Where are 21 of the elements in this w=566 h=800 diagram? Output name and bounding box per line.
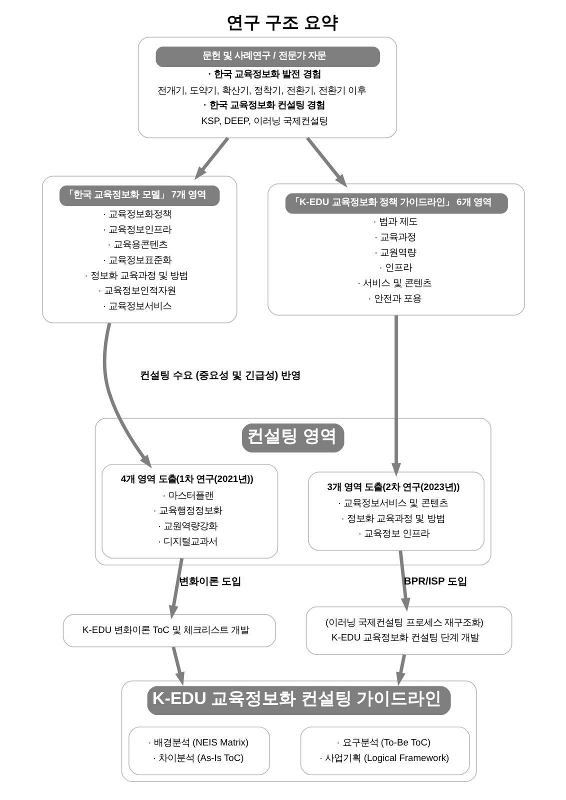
label: 컨설팅 수요 (중요성 및 긴급성) 반영 [140, 370, 301, 382]
node-box: K-EDU 변화이론 ToC 및 체크리스트 개발 [62, 614, 276, 648]
node-box: 4개 영역 도출(1차 연구(2021년)) · 마스터플랜 · 교육행정정보화 · 교원역량강화 · 디지털교과서 [101, 464, 278, 559]
arrow [306, 136, 347, 188]
arrow [390, 315, 401, 477]
arrow [171, 646, 184, 686]
node-box: 3개 영역 도출(2차 연구(2023년)) · 교육정보서비스 및 콘텐츠 · 정보화 교육과정 및 방법 · 교육정보 인프라 [308, 472, 484, 551]
edge-label: 변화이론 도입 [178, 576, 242, 588]
arrow [168, 558, 184, 620]
node-box: (이러닝 국제컨설팅 프로세스 재구조화) K-EDU 교육정보화 컨설팅 단계 개발 [305, 606, 512, 655]
arrow [194, 136, 229, 180]
node-box: 「K-EDU 교육정보화 정책 가이드라인」 6개 영역 · 법과 제도 · 교육과정 · 교원역량 · 인프라 · 서비스 및 콘텐츠 · 안전과 포용 [267, 183, 525, 316]
node-box: 문헌 및 사례연구 / 전문가 자문 · 한국 교육정보화 발전 경험 전개기, 도약기, 확산기, 정착기, 전환기, 전환기 이후 · 한국 교육정보화 컨설팅 경험 KSP, DEEP, 이러닝 국제컨설팅 [137, 36, 397, 138]
diagram-title: 연구 구조 요약 [226, 12, 338, 32]
node-box: · 배경분석 (NEIS Matrix) · 차이분석 (As-Is ToC) [128, 726, 270, 776]
arrow [102, 322, 152, 468]
arrow [398, 550, 410, 612]
edge-label: BPR/ISP 도입 [403, 576, 467, 588]
node-box: · 요구분석 (To-Be ToC) · 사업기획 (Logical Framework) [300, 726, 470, 776]
arrow [396, 654, 406, 686]
node-box: 「한국 교육정보화 모델」 7개 영역 · 교육정보화정책 · 교육정보인프라 · 교육용콘텐츠 · 교육정보표준화 · 정보화 교육과정 및 방법 · 교육정보인적자원 · 교육정보서비스 [41, 176, 237, 324]
